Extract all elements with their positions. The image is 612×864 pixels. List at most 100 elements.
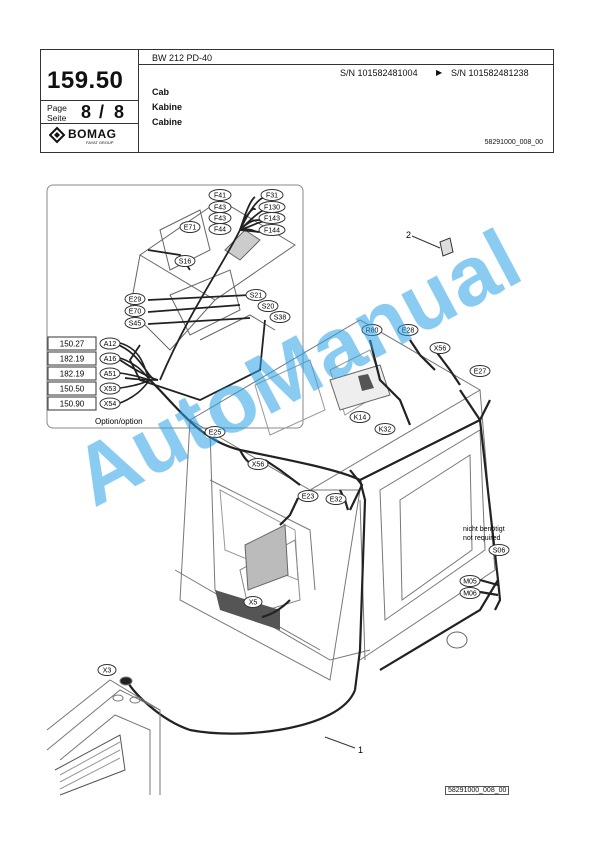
label-s38: S38 bbox=[269, 311, 291, 323]
label-e23: E23 bbox=[297, 490, 319, 502]
cab-body-drawing bbox=[174, 319, 496, 681]
fuse-label-f43b: F43 bbox=[208, 212, 232, 224]
inset-fuse-labels: F41 F43 F43 F44 F31 F130 F143 F144 bbox=[208, 189, 286, 236]
label-e29: E29 bbox=[124, 293, 146, 305]
serial-arrow-icon: ▶ bbox=[436, 68, 443, 77]
fuse-label-f43: F43 bbox=[208, 201, 232, 213]
svg-text:M05: M05 bbox=[463, 579, 477, 586]
inset-console-drawing bbox=[129, 199, 296, 351]
svg-text:M06: M06 bbox=[463, 591, 477, 598]
model-name: BW 212 PD-40 bbox=[152, 53, 213, 63]
svg-text:150.50: 150.50 bbox=[60, 385, 85, 394]
option-row: 182.19 A51 bbox=[47, 366, 121, 381]
svg-text:E28: E28 bbox=[402, 328, 415, 335]
page-total: 8 bbox=[114, 102, 125, 122]
label-r80: R80 bbox=[361, 324, 383, 336]
option-wires bbox=[119, 342, 151, 404]
header-block: 159.50 BW 212 PD-40 S/N 101582481004 ▶ S… bbox=[40, 49, 554, 153]
svg-text:S38: S38 bbox=[274, 315, 287, 322]
part-2-callout: 2 bbox=[406, 230, 454, 257]
svg-text:150.27: 150.27 bbox=[60, 340, 85, 349]
inset-component-labels: E71 S16 E29 E70 S45 S21 S20 S38 bbox=[124, 221, 291, 329]
svg-text:E71: E71 bbox=[184, 225, 197, 232]
svg-text:A16: A16 bbox=[104, 356, 117, 363]
page-current: 8 bbox=[81, 102, 92, 122]
svg-text:1: 1 bbox=[358, 745, 363, 755]
svg-text:X56: X56 bbox=[252, 462, 265, 469]
page-separator: / bbox=[99, 102, 105, 122]
svg-text:E23: E23 bbox=[302, 494, 315, 501]
label-x56-mid: X56 bbox=[247, 458, 269, 470]
option-label: Option/option bbox=[95, 417, 143, 426]
option-row: 150.27 A12 bbox=[47, 336, 121, 351]
svg-text:S20: S20 bbox=[262, 304, 275, 311]
svg-text:E27: E27 bbox=[474, 369, 487, 376]
svg-text:X54: X54 bbox=[104, 401, 117, 408]
fuse-label-f44: F44 bbox=[208, 223, 232, 235]
svg-text:S06: S06 bbox=[493, 548, 506, 555]
diagram-footer-id: 58291000_008_00 bbox=[445, 786, 510, 795]
title-fr: Cabine bbox=[152, 117, 183, 127]
title-de: Kabine bbox=[152, 102, 183, 112]
svg-text:150.90: 150.90 bbox=[60, 400, 85, 409]
main-harness bbox=[125, 339, 502, 735]
svg-text:E32: E32 bbox=[330, 497, 343, 504]
svg-text:S45: S45 bbox=[129, 321, 142, 328]
svg-text:2: 2 bbox=[406, 230, 411, 240]
label-e25: E25 bbox=[204, 426, 226, 438]
bomag-logo: BOMAG FAYAT GROUP bbox=[48, 126, 131, 151]
svg-text:F41: F41 bbox=[214, 193, 226, 200]
svg-text:F130: F130 bbox=[264, 205, 280, 212]
label-m05: M05 bbox=[459, 575, 481, 587]
svg-text:A51: A51 bbox=[104, 371, 117, 378]
svg-text:F44: F44 bbox=[214, 227, 226, 234]
brand-subtitle: FAYAT GROUP bbox=[86, 140, 114, 145]
svg-text:E70: E70 bbox=[129, 309, 142, 316]
label-x3: X3 bbox=[97, 664, 117, 676]
fuse-label-f41: F41 bbox=[208, 189, 232, 201]
label-k14: K14 bbox=[349, 411, 371, 423]
label-s21: S21 bbox=[245, 289, 267, 301]
label-e71: E71 bbox=[179, 221, 201, 233]
label-e70: E70 bbox=[124, 305, 146, 317]
brand-name: BOMAG bbox=[68, 127, 117, 141]
cab-component-labels: R80 E28 X56 E27 K14 K32 E25 X56 bbox=[97, 324, 510, 676]
page-label: Page bbox=[47, 103, 67, 113]
svg-text:X3: X3 bbox=[103, 668, 112, 675]
svg-text:X53: X53 bbox=[104, 386, 117, 393]
label-s16: S16 bbox=[174, 255, 196, 267]
svg-text:E25: E25 bbox=[209, 430, 222, 437]
svg-text:S21: S21 bbox=[250, 293, 263, 300]
svg-text:S16: S16 bbox=[179, 259, 192, 266]
svg-text:182.19: 182.19 bbox=[60, 370, 85, 379]
svg-text:R80: R80 bbox=[366, 328, 379, 335]
label-s45: S45 bbox=[124, 317, 146, 329]
document-id: 58291000_008_00 bbox=[484, 139, 543, 146]
label-s20: S20 bbox=[257, 300, 279, 312]
seite-label: Seite bbox=[47, 113, 67, 123]
cab-wiring-diagram: F41 F43 F43 F44 F31 F130 F143 F144 bbox=[46, 184, 510, 796]
fuse-label-f130: F130 bbox=[258, 201, 286, 213]
svg-text:F31: F31 bbox=[266, 193, 278, 200]
svg-text:X5: X5 bbox=[249, 600, 258, 607]
svg-text:F143: F143 bbox=[264, 216, 280, 223]
header-rule bbox=[41, 123, 138, 124]
title-en: Cab bbox=[152, 87, 170, 97]
fuse-label-f144: F144 bbox=[258, 224, 286, 236]
not-required-de: nicht benötigt bbox=[463, 526, 505, 533]
svg-text:X56: X56 bbox=[434, 346, 447, 353]
option-reference-table: 150.27 A12 182.19 A16 182.19 A51 150.50 … bbox=[47, 336, 151, 426]
inset-frame bbox=[46, 184, 304, 429]
header-rule bbox=[138, 64, 553, 65]
svg-text:E29: E29 bbox=[129, 297, 142, 304]
label-e28: E28 bbox=[397, 324, 419, 336]
header-rule bbox=[41, 100, 138, 101]
not-required-en: not required bbox=[463, 535, 500, 542]
svg-text:F43: F43 bbox=[214, 216, 226, 223]
svg-text:A12: A12 bbox=[104, 341, 117, 348]
svg-text:K14: K14 bbox=[354, 415, 367, 422]
bomag-diamond-icon bbox=[48, 126, 66, 144]
label-s06: S06 bbox=[488, 544, 510, 556]
serial-to: S/N 101582481238 bbox=[451, 68, 529, 78]
label-x56-top: X56 bbox=[429, 342, 451, 354]
